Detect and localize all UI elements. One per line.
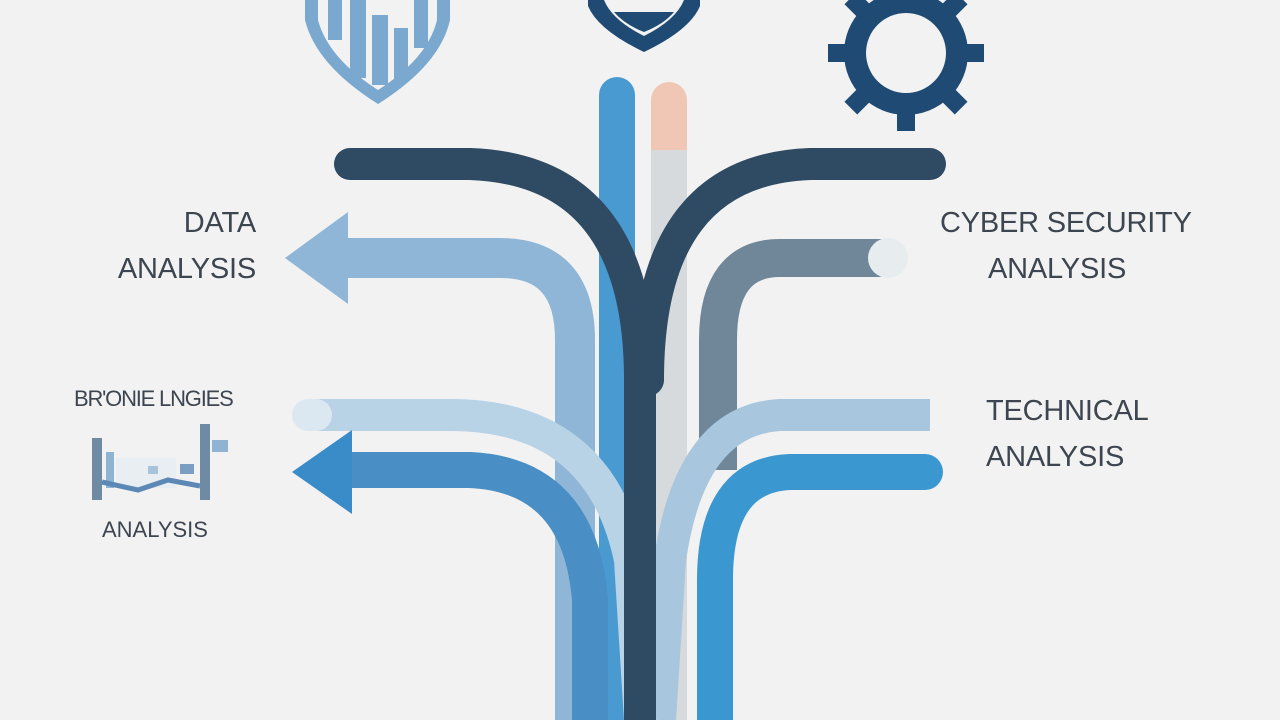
cyber-security-label-line-2: ANALYSIS [988,253,1127,285]
data-analysis-branch [340,238,595,720]
technical-analysis-label-line-2: ANALYSIS [986,441,1125,473]
data-analysis-label-line-2: ANALYSIS [117,253,256,285]
data-analysis-label: DATA ANALYSIS [60,200,256,292]
broken-branch-fade [292,399,332,431]
broken-branch-lower [345,452,608,720]
cyber-security-branch [699,239,885,470]
cyber-security-label: CYBER SECURITY ANALYSIS [940,200,1240,292]
cyber-security-label-line-1: CYBER SECURITY [940,207,1192,239]
technical-branch-lower [697,454,943,720]
technical-analysis-label: TECHNICAL ANALYSIS [986,388,1186,480]
broken-branch-upper [310,399,656,720]
shield-icon [588,0,700,52]
main-trunk-right [632,148,946,396]
technical-branch-upper [644,399,930,720]
broken-analysis-graphic [92,424,228,500]
broken-label-bottom: ANALYSIS [102,517,208,542]
data-analysis-label-line-1: DATA [183,207,256,239]
data-analysis-arrowhead [285,212,348,304]
broken-arrowhead [292,430,352,514]
gear-icon [828,0,984,131]
cyber-security-branch-cap [868,238,908,278]
bar-chart-shield-icon [305,0,450,104]
broken-label-top: BR'ONIE LNGIES [74,386,234,411]
technical-analysis-label-line-1: TECHNICAL [986,395,1149,427]
